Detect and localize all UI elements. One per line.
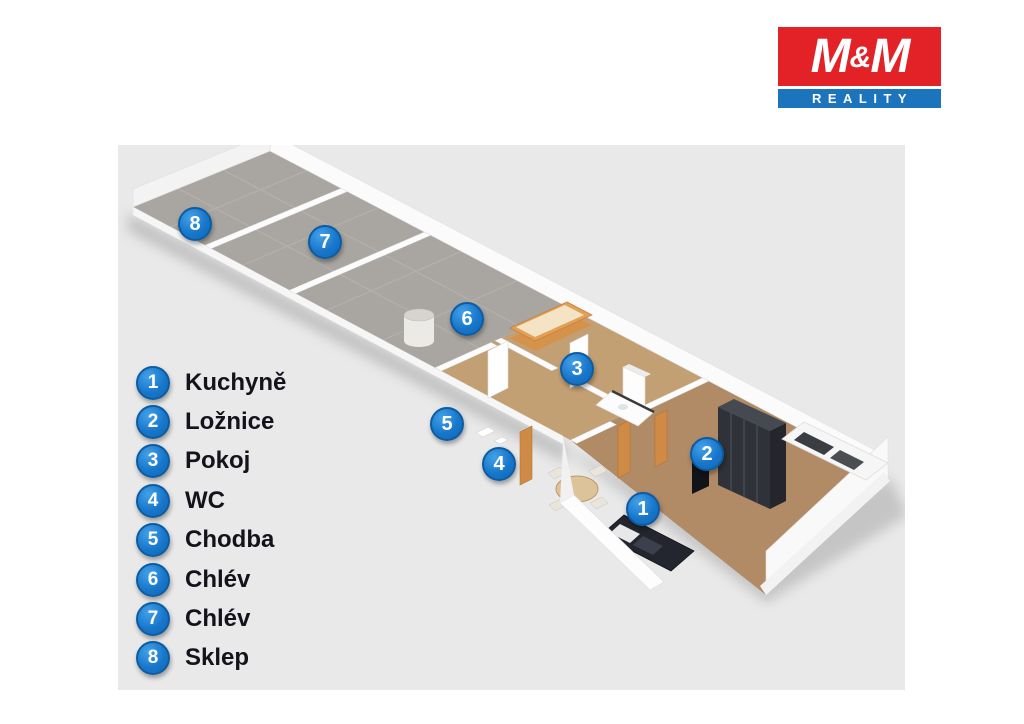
legend-label: Chlév — [185, 565, 251, 593]
interior-doors — [519, 409, 668, 486]
legend-item-wc: 4 WC — [136, 481, 286, 520]
logo-letter-m2: M — [870, 30, 910, 83]
legend-label: Sklep — [185, 644, 250, 672]
floorplan-3d-rendering — [128, 145, 905, 603]
room-marker-7: 7 — [308, 225, 342, 259]
room-marker-6: 6 — [450, 302, 484, 336]
bunk-bed — [509, 301, 593, 351]
kitchen-counter — [595, 364, 655, 427]
legend-item-sklep: 8 Sklep — [136, 639, 286, 678]
legend-label: WC — [185, 486, 225, 514]
logo-letter-m1: M — [810, 30, 851, 83]
boiler-cylinder — [403, 308, 435, 347]
legend-label: Chlév — [185, 605, 251, 633]
legend-item-loznice: 2 Ložnice — [136, 402, 286, 441]
legend-number-badge: 2 — [136, 405, 170, 440]
legend-label: Kuchyně — [185, 368, 287, 396]
living-front-cut-wall — [559, 436, 665, 591]
legend-item-kuchyne: 1 Kuchyně — [136, 363, 286, 402]
legend-number-badge: 7 — [136, 602, 170, 637]
legend-item-chlev-6: 6 Chlév — [136, 560, 286, 599]
right-end-wall — [760, 436, 890, 596]
room-marker-5: 5 — [430, 407, 464, 441]
logo-brand-mark: M&M — [778, 27, 941, 86]
white-closet-unit — [781, 421, 889, 481]
logo-ampersand: & — [849, 40, 872, 74]
legend-number-badge: 5 — [136, 523, 170, 558]
legend-number-badge: 6 — [136, 562, 170, 597]
legend-label: Pokoj — [185, 447, 251, 475]
legend-label: Ložnice — [185, 408, 275, 436]
legend-item-pokoj: 3 Pokoj — [136, 442, 286, 481]
room-marker-2: 2 — [690, 437, 724, 471]
floorplan-panel: 1 2 3 4 5 6 7 8 1 Kuchyně 2 Ložnice 3 Po… — [118, 145, 905, 690]
room-legend: 1 Kuchyně 2 Ložnice 3 Pokoj 4 WC 5 Chodb… — [136, 363, 286, 678]
legend-number-badge: 3 — [136, 444, 170, 479]
legend-number-badge: 8 — [136, 641, 170, 676]
legend-item-chlev-7: 7 Chlév — [136, 599, 286, 638]
partition-sklep-chlev — [204, 188, 348, 249]
room-marker-4: 4 — [482, 447, 516, 481]
partition-chlev7-chlev6 — [288, 231, 432, 294]
legend-item-chodba: 5 Chodba — [136, 521, 286, 560]
mm-reality-logo: M&M REALITY — [778, 27, 941, 108]
legend-label: Chodba — [185, 526, 275, 554]
building-shadow — [128, 213, 905, 603]
dark-bench-sofa — [600, 514, 695, 572]
room-marker-3: 3 — [560, 352, 594, 386]
legend-number-badge: 4 — [136, 483, 170, 518]
legend-number-badge: 1 — [136, 365, 170, 400]
room-marker-1: 1 — [626, 492, 660, 526]
logo-reality-banner: REALITY — [778, 89, 941, 108]
room-marker-8: 8 — [178, 207, 212, 241]
left-end-wall — [132, 145, 271, 208]
wardrobe — [718, 399, 786, 509]
